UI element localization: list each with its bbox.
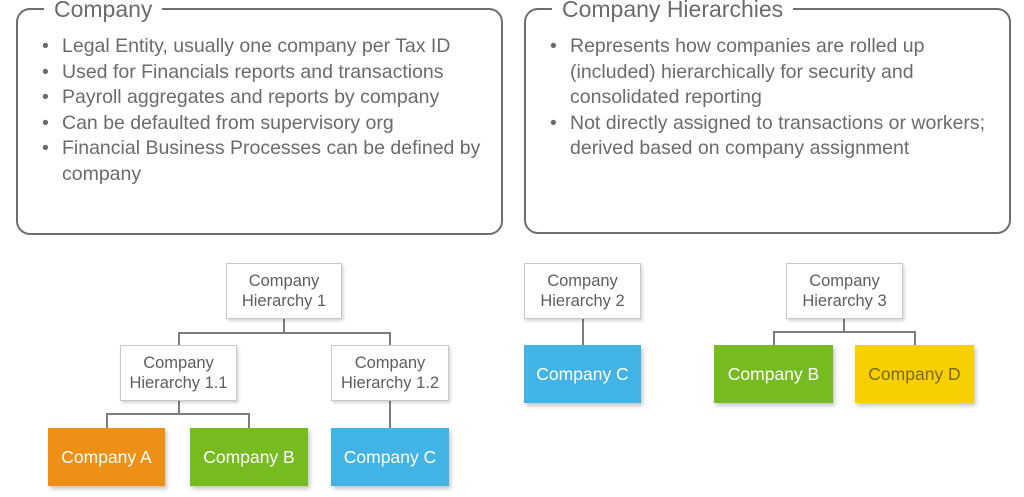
bullet-icon: • [550, 111, 557, 134]
list-item: • Used for Financials reports and transac… [32, 60, 491, 86]
list-item-text: Financial Business Processes can be defi… [62, 137, 481, 185]
company-panel: Company • Legal Entity, usually one compa… [16, 0, 503, 235]
node-label: Company B [727, 364, 820, 384]
node-label: Company B [203, 447, 295, 467]
list-item: • Represents how companies are rolled up … [540, 34, 999, 111]
node-label: Company Hierarchy 3 [802, 272, 887, 310]
connector-root1-bar [178, 332, 390, 334]
bullet-icon: • [42, 111, 49, 134]
list-item: • Legal Entity, usually one company per T… [32, 34, 491, 60]
node-company-d[interactable]: Company D [855, 345, 974, 403]
company-hierarchies-panel-title: Company Hierarchies [552, 0, 794, 23]
node-company-hierarchy-1-1[interactable]: Company Hierarchy 1.1 [120, 345, 237, 401]
node-label: Company Hierarchy 1.2 [340, 354, 440, 392]
connector-to-company-a [106, 413, 108, 428]
node-company-hierarchy-1-2[interactable]: Company Hierarchy 1.2 [331, 345, 449, 401]
node-company-hierarchy-1[interactable]: Company Hierarchy 1 [226, 263, 342, 319]
connector-to-1-1 [178, 332, 180, 346]
node-label: Company C [536, 364, 629, 384]
node-company-a[interactable]: Company A [48, 428, 165, 486]
node-company-hierarchy-3[interactable]: Company Hierarchy 3 [786, 263, 903, 319]
connector-1-2-to-company-c [389, 400, 391, 428]
connector-1-1-bar [106, 413, 249, 415]
list-item-text: Can be defaulted from supervisory org [62, 111, 394, 134]
bullet-icon: • [42, 86, 49, 108]
node-label: Company Hierarchy 1.1 [129, 354, 228, 392]
connector-root1-down [283, 318, 285, 333]
node-company-hierarchy-2[interactable]: Company Hierarchy 2 [524, 263, 641, 319]
list-item-text: Payroll aggregates and reports by compan… [62, 86, 440, 108]
list-item: • Payroll aggregates and reports by compa… [32, 85, 491, 111]
bullet-icon: • [42, 137, 49, 159]
node-company-c-2[interactable]: Company C [524, 345, 641, 403]
list-item-text: Represents how companies are rolled up (… [570, 35, 925, 108]
list-item-text: Legal Entity, usually one company per Ta… [62, 35, 451, 57]
bullet-icon: • [42, 60, 49, 83]
connector-to-company-b [248, 413, 250, 428]
connector-1-1-down [178, 400, 180, 414]
node-label: Company Hierarchy 2 [540, 272, 625, 310]
company-hierarchies-panel: Company Hierarchies • Represents how comp… [524, 0, 1011, 234]
connector-root2-to-company-c [582, 318, 584, 346]
list-item: • Can be defaulted from supervisory org [32, 111, 491, 137]
connector-to-company-b-3 [773, 331, 775, 346]
bullet-icon: • [42, 35, 49, 57]
list-item-text: Used for Financials reports and transact… [62, 60, 444, 83]
list-item-text: Not directly assigned to transactions or… [570, 111, 986, 160]
list-item: • Not directly assigned to transactions o… [540, 111, 999, 162]
company-panel-title: Company [44, 0, 163, 23]
node-label: Company A [61, 447, 152, 467]
connector-to-company-d [914, 331, 916, 346]
node-label: Company D [868, 364, 961, 384]
node-label: Company C [343, 447, 437, 467]
connector-to-1-2 [389, 332, 391, 346]
connector-root3-down [843, 318, 845, 332]
list-item: • Financial Business Processes can be def… [32, 136, 491, 187]
connector-root3-bar [773, 331, 915, 333]
company-hierarchies-bullet-list: • Represents how companies are rolled up … [540, 34, 999, 162]
node-company-b[interactable]: Company B [190, 428, 308, 486]
node-company-c[interactable]: Company C [331, 428, 449, 486]
company-bullet-list: • Legal Entity, usually one company per T… [32, 34, 491, 187]
node-label: Company Hierarchy 1 [241, 272, 327, 310]
node-company-b-3[interactable]: Company B [714, 345, 833, 403]
bullet-icon: • [550, 35, 557, 57]
